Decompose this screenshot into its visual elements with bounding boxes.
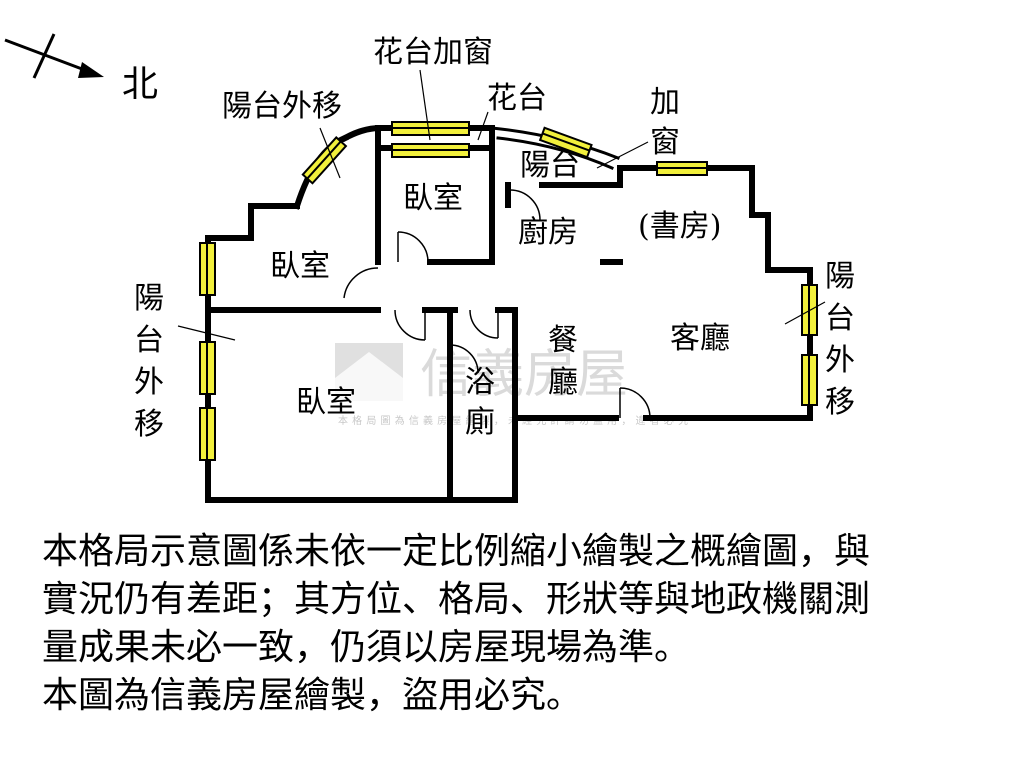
room-dining-char-2: 廳 — [548, 365, 578, 400]
annotation-left-4: 移 — [134, 407, 164, 442]
disclaimer: 本格局示意圖係未依一定比例縮小繪製之概繪圖，與 實況仍有差距；其方位、格局、形狀… — [42, 528, 1017, 720]
annotation-add-window-1: 加 — [650, 85, 680, 120]
room-study: (書房) — [638, 209, 721, 244]
annotation-balcony-moved-top: 陽台外移 — [222, 89, 342, 124]
room-kitchen: 廚房 — [518, 215, 578, 250]
annotation-right-1: 陽 — [825, 259, 855, 294]
annotation-right-3: 外 — [825, 343, 855, 378]
annotation-planter: 花台 — [487, 81, 547, 116]
door-bathroom — [469, 309, 499, 339]
disclaimer-line: 本圖為信義房屋繪製，盜用必究。 — [42, 675, 583, 716]
door-kitchen — [509, 189, 541, 221]
annotation-right-4: 移 — [825, 385, 855, 420]
north-arrow-icon — [78, 62, 104, 78]
annotation-left-1: 陽 — [134, 281, 164, 316]
room-dining-char-1: 餐 — [548, 323, 578, 358]
room-bedroom-lower: 臥室 — [296, 385, 356, 420]
door-entrance — [619, 387, 651, 419]
watermark: 信義房屋 本格局圖為信義房屋繪製，未經允許請勿盜用，違者必究 — [335, 343, 688, 427]
walls — [205, 125, 813, 503]
door-bedroom-left — [343, 267, 379, 299]
door-bathroom-inner — [449, 344, 479, 374]
room-balcony: 陽台 — [520, 148, 580, 183]
floor-plan: 信義房屋 本格局圖為信義房屋繪製，未經允許請勿盜用，違者必究 北 — [4, 33, 855, 503]
door-bedroom-lower — [394, 309, 426, 341]
annotation-add-window-2: 窗 — [650, 125, 680, 160]
watermark-logo-icon — [335, 343, 403, 401]
disclaimer-line: 本格局示意圖係未依一定比例縮小繪製之概繪圖，與 — [42, 531, 871, 572]
disclaimer-line: 量成果未必一致，仍須以房屋現場為準。 — [42, 627, 691, 668]
compass: 北 — [4, 33, 158, 105]
watermark-brand: 信義房屋 — [420, 345, 628, 405]
annotation-labels: 陽台外移 花台加窗 花台 加 窗 陽 台 外 移 陽 台 外 移 — [134, 35, 855, 442]
doors — [343, 189, 651, 419]
room-bath-char-1: 浴 — [465, 365, 495, 400]
annotation-planter-window: 花台加窗 — [373, 35, 493, 70]
windows — [199, 121, 818, 461]
room-labels: 臥室 臥室 臥室 陽台 廚房 (書房) 客廳 餐 廳 浴 廁 — [270, 148, 730, 440]
annotation-left-3: 外 — [134, 365, 164, 400]
compass-north-label: 北 — [122, 64, 158, 105]
room-living-room: 客廳 — [670, 321, 730, 356]
disclaimer-line: 實況仍有差距；其方位、格局、形狀等與地政機關測 — [42, 579, 871, 620]
annotation-left-2: 台 — [134, 323, 164, 358]
annotation-right-2: 台 — [825, 301, 855, 336]
room-bath-char-2: 廁 — [465, 405, 495, 440]
leader-lines — [177, 69, 826, 341]
door-bedroom-upper — [397, 231, 429, 263]
room-bedroom-upper: 臥室 — [403, 181, 463, 216]
room-bedroom-left: 臥室 — [270, 249, 330, 284]
